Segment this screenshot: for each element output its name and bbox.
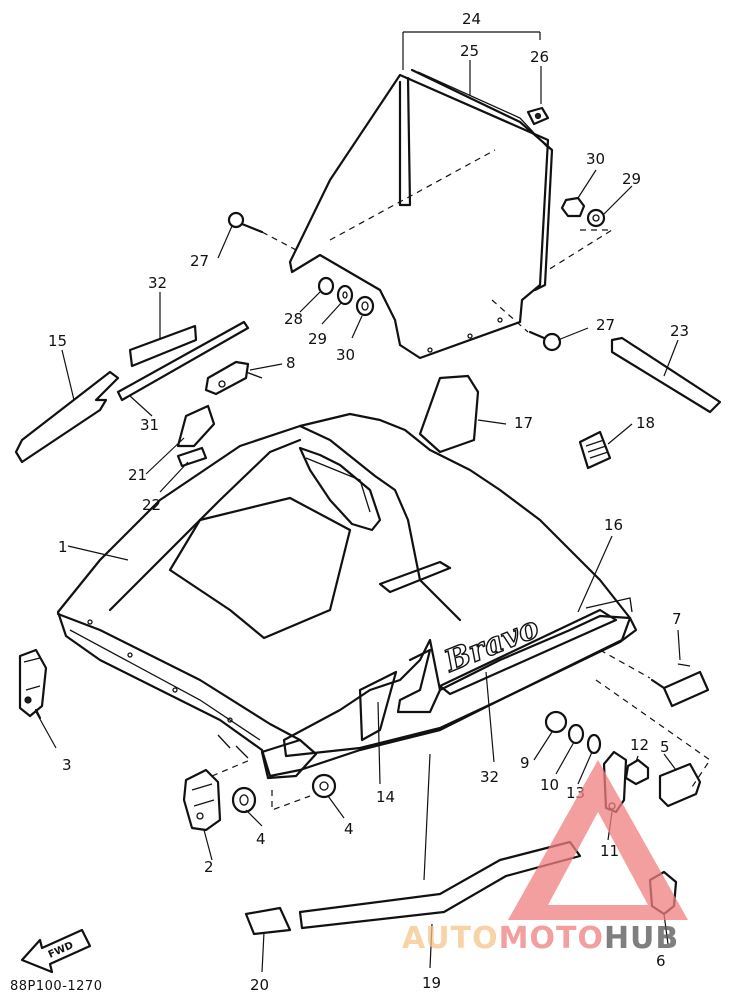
watermark-part2: MOTO bbox=[499, 921, 604, 956]
decal-15 bbox=[14, 370, 120, 464]
label-16: 16 bbox=[604, 516, 623, 534]
washer-13 bbox=[586, 733, 602, 755]
label-22: 22 bbox=[142, 496, 161, 514]
block-20 bbox=[244, 906, 292, 936]
label-7: 7 bbox=[672, 610, 682, 628]
label-30-top: 30 bbox=[586, 150, 605, 168]
strip-23 bbox=[610, 336, 722, 414]
label-32-bottom: 32 bbox=[480, 768, 499, 786]
fwd-arrow-icon: FWD bbox=[20, 928, 92, 974]
hinge-3 bbox=[18, 648, 48, 720]
label-32-top: 32 bbox=[148, 274, 167, 292]
reflector-21 bbox=[176, 404, 216, 448]
leader-lines bbox=[35, 60, 681, 973]
watermark-part1: AUTO bbox=[402, 921, 499, 956]
label-31: 31 bbox=[140, 416, 159, 434]
latch-5 bbox=[658, 762, 702, 808]
label-8: 8 bbox=[286, 354, 296, 372]
label-4-left: 4 bbox=[256, 830, 266, 848]
watermark-logo: AUTOMOTOHUB bbox=[402, 760, 688, 956]
label-28: 28 bbox=[284, 310, 303, 328]
label-17: 17 bbox=[514, 414, 533, 432]
label-20: 20 bbox=[250, 976, 269, 994]
hinge-2 bbox=[182, 759, 251, 832]
label-18 bbox=[578, 430, 612, 470]
decal-31 bbox=[116, 320, 250, 402]
hood bbox=[56, 412, 638, 780]
label-25: 25 bbox=[460, 42, 479, 60]
bracket-8 bbox=[204, 360, 263, 396]
label-11: 11 bbox=[600, 842, 619, 860]
label-1: 1 bbox=[58, 538, 68, 556]
label-3: 3 bbox=[62, 756, 72, 774]
label-4-right: 4 bbox=[344, 820, 354, 838]
bumper-7 bbox=[650, 663, 710, 708]
bolt-27-top bbox=[227, 211, 264, 234]
svg-text:AUTOMOTOHUB: AUTOMOTOHUB bbox=[402, 921, 679, 956]
reflector-22 bbox=[176, 446, 208, 468]
decal-32-top bbox=[128, 324, 198, 368]
hood-decal-text: Bravo bbox=[439, 610, 544, 680]
seal-strip-19 bbox=[298, 840, 582, 930]
washer-29-mid bbox=[336, 284, 354, 306]
label-5: 5 bbox=[660, 738, 670, 756]
label-14: 14 bbox=[376, 788, 395, 806]
label-27-top: 27 bbox=[190, 252, 209, 270]
label-6: 6 bbox=[656, 952, 666, 970]
pin-12 bbox=[624, 758, 650, 786]
panel-17 bbox=[418, 374, 480, 454]
label-9: 9 bbox=[520, 754, 530, 772]
label-26: 26 bbox=[530, 48, 549, 66]
windshield bbox=[288, 68, 554, 360]
label-21: 21 bbox=[128, 466, 147, 484]
label-23: 23 bbox=[670, 322, 689, 340]
washer-28 bbox=[317, 276, 335, 296]
watermark-triangle bbox=[508, 760, 688, 920]
washer-10 bbox=[567, 723, 585, 745]
label-30-mid: 30 bbox=[336, 346, 355, 364]
nut-9 bbox=[544, 710, 568, 734]
label-24: 24 bbox=[462, 10, 481, 28]
nut-30-mid bbox=[355, 295, 375, 317]
nut-30-top bbox=[560, 196, 586, 218]
drawing-code: 88P100-1270 bbox=[10, 979, 102, 994]
grommet-4a bbox=[231, 786, 257, 814]
label-12: 12 bbox=[630, 736, 649, 754]
label-10: 10 bbox=[540, 776, 559, 794]
part-labels: 24 25 26 30 29 27 32 28 29 30 27 23 15 8… bbox=[48, 10, 689, 994]
grommet-26 bbox=[526, 106, 550, 126]
label-15: 15 bbox=[48, 332, 67, 350]
label-27-right: 27 bbox=[596, 316, 615, 334]
label-18: 18 bbox=[636, 414, 655, 432]
bolt-27-right bbox=[528, 330, 562, 352]
watermark-part3: HUB bbox=[604, 921, 679, 956]
washer-29-top bbox=[586, 208, 606, 228]
label-19: 19 bbox=[422, 974, 441, 992]
label-2: 2 bbox=[204, 858, 214, 876]
grommet-4b bbox=[311, 773, 337, 799]
label-29-mid: 29 bbox=[308, 330, 327, 348]
label-29-top: 29 bbox=[622, 170, 641, 188]
